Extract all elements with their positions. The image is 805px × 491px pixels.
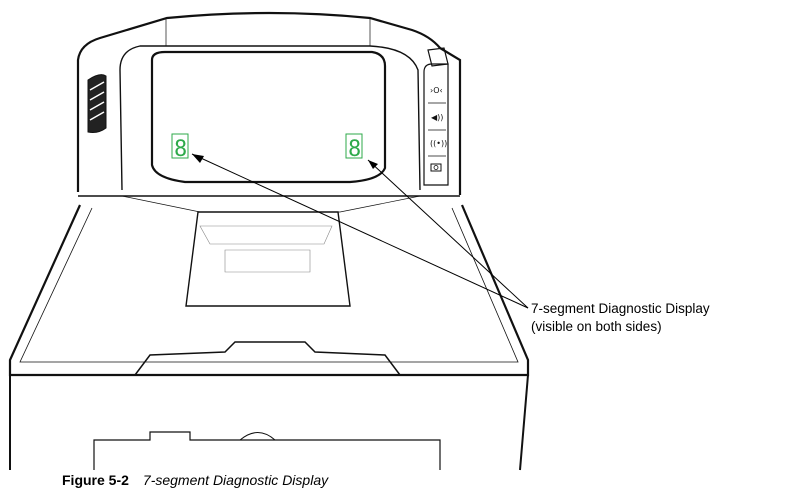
grip-icon bbox=[87, 74, 107, 133]
volume-icon[interactable]: ◀)) bbox=[431, 113, 443, 122]
camera-icon[interactable] bbox=[430, 163, 442, 172]
platter-outline bbox=[8, 204, 530, 377]
callout-line-1: 7-segment Diagnostic Display bbox=[531, 301, 710, 316]
left-digit-frame bbox=[171, 133, 189, 159]
wireless-icon[interactable]: ((•)) bbox=[430, 139, 447, 148]
callout-line-2: (visible on both sides) bbox=[531, 319, 662, 334]
horizontal-scan-window bbox=[185, 211, 351, 307]
platter-handle bbox=[134, 341, 401, 376]
left-7seg-display: 8 bbox=[174, 137, 187, 162]
button-panel bbox=[423, 63, 449, 186]
figure-title: 7-segment Diagnostic Display bbox=[142, 472, 329, 488]
tower-outline bbox=[76, 11, 462, 195]
volume-tone-icon[interactable]: ›O‹ bbox=[430, 86, 443, 95]
right-7seg-display: 8 bbox=[348, 137, 361, 162]
figure-number: Figure 5-2 bbox=[62, 472, 129, 488]
scan-window bbox=[150, 50, 387, 184]
callout-label: 7-segment Diagnostic Display (visible on… bbox=[531, 300, 710, 336]
right-digit-frame bbox=[345, 133, 363, 159]
figure-caption: Figure 5-2 7-segment Diagnostic Display bbox=[62, 472, 328, 488]
